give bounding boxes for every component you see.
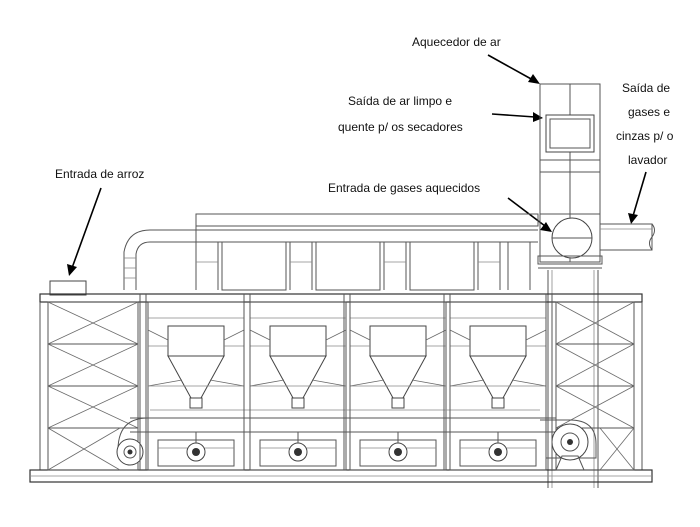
clean-air-exit-label-line2: quente p/ os secadores <box>338 120 463 134</box>
annotation-arrows <box>67 54 647 276</box>
heated-gas-inlet-label: Entrada de gases aquecidos <box>328 181 480 195</box>
dryer-bay-3 <box>349 301 447 471</box>
air-heater-label: Aquecedor de ar <box>412 35 501 49</box>
duct-manifold <box>123 213 539 291</box>
gas-exit-label-line3: cinzas p/ o <box>616 129 674 143</box>
dryer-bay-2 <box>249 301 347 471</box>
right-fan <box>540 419 597 471</box>
gas-exit-label-line2: gases e <box>628 105 670 119</box>
rice-inlet-hopper <box>49 280 87 296</box>
hopper-2 <box>269 325 327 409</box>
dryer-bay-1 <box>147 301 245 471</box>
motor-4 <box>459 432 537 467</box>
left-structure-panel <box>47 301 139 471</box>
frame-columns <box>139 294 553 470</box>
gas-exit-label-line4: lavador <box>628 153 667 167</box>
bottom-conveyor-duct <box>117 409 556 451</box>
motor-1 <box>157 432 235 467</box>
dryer-bay-4 <box>449 301 547 471</box>
gas-exit-pipe <box>599 223 655 251</box>
right-structure-panel <box>555 301 635 471</box>
air-heater-tower <box>537 83 603 488</box>
motor-2 <box>259 432 337 467</box>
clean-air-exit-label-line1: Saída de ar limpo e <box>348 94 452 108</box>
hopper-3 <box>369 325 427 409</box>
rice-inlet-label: Entrada de arroz <box>55 167 144 181</box>
hopper-1 <box>167 325 225 409</box>
gas-exit-label-line1: Saída de <box>622 81 670 95</box>
left-fan <box>116 438 144 466</box>
dryer-bays <box>147 301 547 471</box>
motor-3 <box>359 432 437 467</box>
hopper-4 <box>469 325 527 409</box>
